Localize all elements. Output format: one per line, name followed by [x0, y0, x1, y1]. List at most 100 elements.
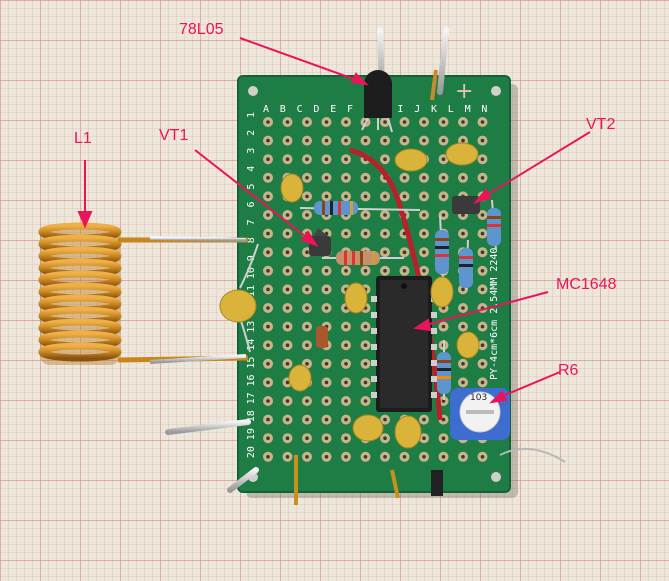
pad-hole — [305, 138, 309, 143]
board-edge-text: PY-4cm*6cm 2.54MM 2240 — [489, 248, 500, 380]
transistor-vt2 — [452, 196, 480, 214]
pad-hole — [480, 324, 485, 329]
pad-hole — [383, 269, 387, 273]
pad-hole — [324, 120, 329, 124]
pad-hole — [344, 343, 348, 348]
pad-hole — [461, 306, 465, 310]
pad-hole — [480, 176, 485, 180]
row-number: 6 — [246, 201, 257, 207]
row-number: 7 — [246, 219, 257, 225]
plus-marking: + — [455, 79, 473, 104]
pad-hole — [363, 231, 368, 236]
pad-hole — [266, 324, 270, 329]
pad-hole — [363, 269, 368, 273]
column-letter: L — [448, 104, 454, 115]
pad-hole — [324, 455, 329, 459]
bottom-connector — [431, 470, 443, 496]
row-number: 16 — [246, 374, 257, 386]
pad-hole — [285, 213, 290, 217]
pad-hole — [344, 362, 348, 366]
pad-hole — [324, 176, 329, 180]
pad-hole — [305, 399, 309, 403]
pad-hole — [324, 287, 329, 292]
row-number: 8 — [246, 237, 257, 243]
pad-hole — [305, 194, 309, 199]
pad-hole — [305, 250, 309, 254]
pad-hole — [480, 231, 485, 236]
pad-hole — [363, 213, 368, 217]
pad-hole — [441, 120, 446, 124]
pad-hole — [285, 250, 290, 254]
row-number: 15 — [246, 357, 257, 369]
pad-hole — [324, 417, 329, 422]
column-letter: D — [313, 104, 319, 115]
pad-hole — [402, 194, 407, 199]
pad-hole — [480, 138, 485, 143]
pad-hole — [441, 324, 446, 329]
pad-hole — [441, 455, 446, 459]
pad-hole — [402, 250, 407, 254]
row-number: 17 — [246, 392, 257, 404]
ic-pin — [371, 312, 377, 318]
label-vt2: VT2 — [586, 116, 615, 133]
pad-hole — [266, 194, 270, 199]
pad-hole — [266, 138, 270, 143]
pad-hole — [285, 324, 290, 329]
row-number: 1 — [246, 112, 257, 118]
capacitor — [430, 276, 454, 308]
pad-hole — [305, 362, 309, 366]
pad-hole — [461, 455, 465, 459]
pad-hole — [461, 362, 465, 366]
pad-hole — [285, 436, 290, 441]
ic-pin — [431, 328, 437, 334]
pad-hole — [266, 287, 270, 292]
row-number: 4 — [246, 166, 257, 172]
row-number: 18 — [246, 410, 257, 422]
label-mc1648: MC1648 — [556, 276, 617, 293]
pad-hole — [441, 213, 446, 217]
pad-hole — [324, 194, 329, 199]
row-number: 5 — [246, 184, 257, 190]
pad-hole — [480, 120, 485, 124]
pad-hole — [266, 120, 270, 124]
capacitor — [288, 364, 312, 392]
pad-hole — [344, 436, 348, 441]
pad-hole — [344, 417, 348, 422]
coil-turn — [38, 342, 122, 362]
pad-hole — [383, 213, 387, 217]
pad-hole — [344, 194, 348, 199]
ic-mc1648 — [371, 276, 437, 412]
output-lead — [165, 419, 251, 435]
pad-hole — [266, 157, 270, 161]
bottom-lead — [390, 469, 400, 499]
pad-hole — [480, 343, 485, 348]
pad-hole — [266, 176, 270, 180]
ic-pin — [431, 312, 437, 318]
pad-hole — [285, 138, 290, 143]
pad-hole — [383, 157, 387, 161]
pad-hole — [324, 362, 329, 366]
pad-hole — [461, 138, 465, 143]
pad-hole — [344, 120, 348, 124]
pad-hole — [285, 343, 290, 348]
pad-hole — [344, 380, 348, 385]
pad-hole — [422, 455, 426, 459]
label-78l05: 78L05 — [179, 21, 224, 38]
pad-hole — [422, 269, 426, 273]
pad-hole — [461, 380, 465, 385]
pad-hole — [363, 380, 368, 385]
coil-l1 — [38, 222, 249, 365]
mount-hole — [491, 86, 501, 96]
pad-hole — [461, 287, 465, 292]
pad-hole — [422, 194, 426, 199]
capacitor — [445, 142, 479, 166]
regulator-78l05 — [361, 70, 393, 133]
resistor — [487, 199, 501, 251]
resistor — [459, 239, 473, 291]
column-letter: B — [280, 104, 286, 115]
pad-hole — [461, 120, 465, 124]
ground-lead — [227, 467, 259, 493]
pad-hole — [305, 455, 309, 459]
column-letter: M — [465, 104, 471, 115]
ic-pin — [431, 376, 437, 382]
